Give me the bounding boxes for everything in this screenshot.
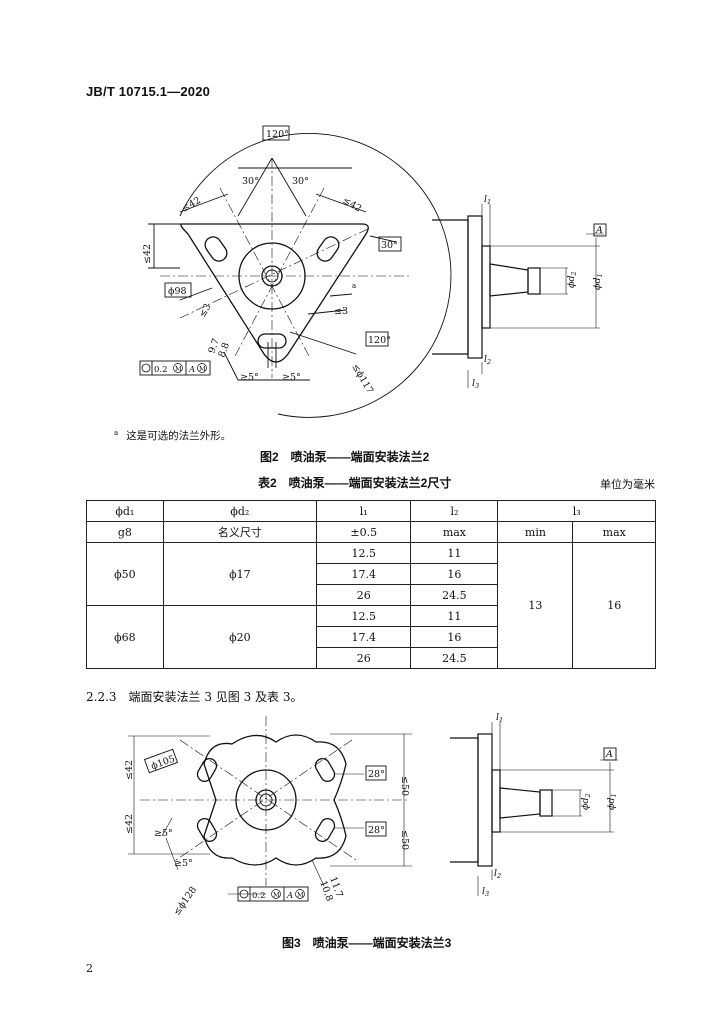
fig2-le3-right: ≤3: [334, 306, 348, 317]
page-number: 2: [86, 962, 93, 975]
standard-code: JB/T 10715.1—2020: [86, 84, 211, 99]
th-d1: ϕd₁: [86, 500, 164, 522]
svg-text:M: M: [199, 365, 206, 373]
table-row: 26 24.5: [87, 584, 656, 606]
th-d2-sub: 名义尺寸: [162, 521, 318, 543]
fig2-side-l2: l2: [484, 354, 491, 366]
fig2-side-l3: l3: [472, 378, 479, 390]
svg-text:M: M: [297, 891, 304, 899]
fig3-side-d2: ϕd2: [580, 793, 592, 810]
svg-text:M: M: [273, 891, 280, 899]
fig2-ge5-left: ≥5°: [240, 372, 259, 383]
table-row: 17.4 16: [87, 563, 656, 585]
table-2-caption: 表2 喷油泵——端面安装法兰2尺寸: [258, 476, 452, 490]
figure-3-drawing: ≤42 ≤42 ϕ105 28° 28° ≤50 ≤50 ≥5° ≥5° ≤ϕ1…: [124, 712, 618, 918]
table-row: ϕ68 ϕ20 12.5 11: [86, 605, 656, 669]
table-row: 17.4 16: [87, 626, 656, 648]
fig2-dim97: 9.7: [206, 337, 222, 355]
fig3-angle28-top: 28°: [368, 769, 385, 780]
fig2-le42-right: ≤42: [341, 195, 364, 215]
fig2-ge5-right: ≥5°: [282, 372, 301, 383]
fig3-le50-bot: ≤50: [399, 830, 410, 850]
fig2-side-d1: ϕd1: [592, 273, 604, 290]
table-2-unit: 单位为毫米: [600, 478, 655, 491]
th-l3-max: max: [572, 521, 656, 543]
table-2: ϕd₁ ϕd₂ l₁ l₂ l₃ g8 名义尺寸 ±0.5 max min ma…: [86, 500, 656, 669]
fig2-side-l1: l1: [484, 194, 491, 206]
fig2-angle-bottom: 120°: [368, 335, 391, 346]
fig2-footnote-mark: a: [352, 282, 356, 290]
svg-text:A: A: [188, 365, 195, 375]
th-l1: l₁: [316, 500, 412, 522]
svg-text:M: M: [175, 365, 182, 373]
fig2-le117: ≤ϕ117: [349, 362, 375, 396]
th-d1-sub: g8: [86, 521, 164, 543]
svg-text:0.2: 0.2: [154, 365, 168, 375]
table-row: 26 24.5: [87, 647, 656, 669]
fig3-le42-top: ≤42: [124, 760, 135, 780]
fig2-dim88: 8.8: [216, 341, 232, 359]
th-d2: ϕd₂: [162, 500, 318, 522]
fig2-tolerance-frame: 0.2 M A M: [139, 360, 211, 376]
fig2-angle-side30: 30°: [381, 240, 398, 251]
section-2-2-3: 2.2.3 端面安装法兰 3 见图 3 及表 3。: [86, 690, 303, 704]
fig3-side-d1: ϕd1: [606, 793, 618, 810]
fig3-le128: ≤ϕ128: [171, 885, 199, 918]
th-l2: l₂: [410, 500, 499, 522]
fig2-datum-a: A: [595, 225, 603, 236]
fig2-le3-left: ≤3: [197, 302, 214, 320]
fig3-tolerance-frame: 0.2 M A M: [237, 886, 309, 902]
fig3-side-l2: l2: [494, 868, 501, 880]
fig2-side-view: [432, 204, 604, 388]
fig2-angle-right30: 30°: [292, 176, 309, 187]
fig3-datum-a: A: [605, 749, 613, 760]
fig2-le42-left: ≤42: [180, 195, 203, 215]
fig2-side-d2: ϕd2: [566, 271, 578, 288]
th-l1-sub: ±0.5: [316, 521, 412, 543]
svg-text:A: A: [286, 891, 293, 901]
svg-text:0.2: 0.2: [252, 891, 266, 901]
fig3-ge5-a: ≥5°: [154, 828, 173, 839]
fig3-ge5-b: ≥5°: [174, 858, 193, 869]
figure-3-caption: 图3 喷油泵——端面安装法兰3: [282, 936, 452, 950]
l3-min-value: 13: [497, 542, 574, 669]
fig2-angle-top-label: 120°: [266, 129, 289, 140]
fig3-angle28-bot: 28°: [368, 825, 385, 836]
th-l2-sub: max: [410, 521, 499, 543]
fig3-side-l1: l1: [496, 712, 503, 724]
th-l3: l₃: [497, 500, 656, 522]
l3-max-value: 16: [572, 542, 656, 669]
fig2-angle-left30: 30°: [242, 176, 259, 187]
fig2-le42-vert: ≤42: [142, 244, 153, 264]
figure-2-drawing: 120° 30° 30° ≤42 ≤42 ≤42 30° ϕ98 ≤3 ≤3 a…: [139, 125, 607, 418]
fig3-le50-top: ≤50: [399, 776, 410, 796]
fig3-side-view: [450, 722, 618, 896]
fig3-side-l3: l3: [482, 886, 489, 898]
fig3-le42-bot: ≤42: [124, 814, 135, 834]
fig2-phi98: ϕ98: [168, 286, 187, 297]
table-row: ϕ50 ϕ17 12.5 11 13 16: [86, 542, 656, 669]
th-l3-min: min: [497, 521, 574, 543]
figure-2-caption: 图2 喷油泵——端面安装法兰2: [260, 450, 430, 464]
